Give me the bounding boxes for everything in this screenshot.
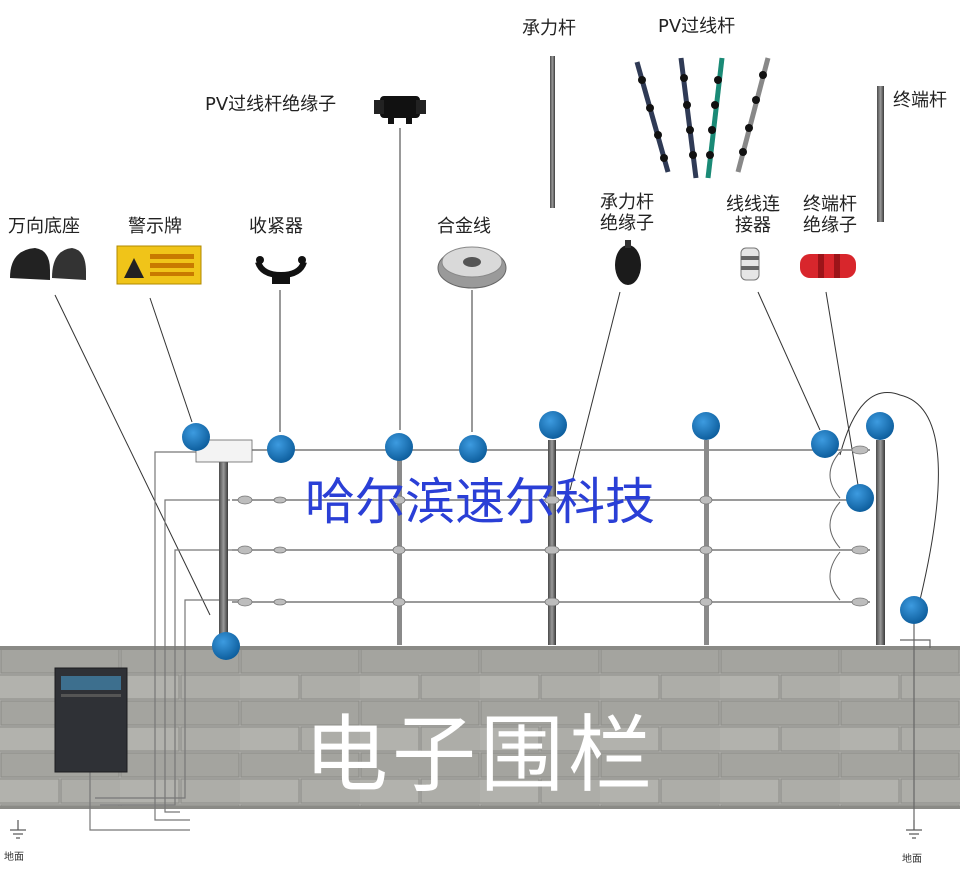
node-pv-rod (692, 412, 720, 440)
controller-box (54, 667, 128, 773)
wire-connector-icon (740, 247, 760, 281)
ground-label-right: 地面 (902, 854, 922, 865)
wall-bottom-edge (0, 806, 960, 809)
node-terminal-rod (866, 412, 894, 440)
wall-top-edge (0, 646, 960, 650)
label-alloy-wire: 合金线 (437, 216, 491, 237)
bearing-rod-post (548, 440, 556, 645)
terminal-post (876, 440, 885, 645)
terminal-rod-icon (877, 86, 884, 222)
node-wire-connector (811, 430, 839, 458)
terminal-loops (829, 451, 841, 601)
label-bearing-rod: 承力杆 (522, 18, 576, 39)
terminal-rod-insulator-icon (800, 254, 856, 278)
wall (0, 648, 960, 808)
tensioner-icon (255, 256, 307, 284)
node-pv-insulator (385, 433, 413, 461)
node-warning-sign (182, 423, 210, 451)
pv-rod-post-2 (704, 440, 709, 645)
node-bearing-rod (539, 411, 567, 439)
leader-terminal-rod-insulator (825, 291, 859, 486)
label-warning-sign: 警示牌 (128, 216, 182, 237)
ground-label-left: 地面 (4, 852, 24, 863)
leader-wire-connector (757, 291, 821, 431)
leader-bearing-rod-insulator (569, 291, 621, 491)
universal-base-icon (10, 248, 86, 280)
label-bearing-rod-insulator: 承力杆绝缘子 (600, 192, 654, 234)
bearing-rod-insulator-icon (615, 240, 641, 285)
callout-nodes (182, 411, 928, 660)
node-terminal-insulator (846, 484, 874, 512)
label-terminal-rod: 终端杆 (893, 90, 947, 111)
node-ground (900, 596, 928, 624)
leader-lines (54, 128, 939, 616)
node-tensioner (267, 435, 295, 463)
post-insulators (237, 445, 869, 607)
ground-icon-left (10, 820, 26, 839)
leader-universal-base (54, 294, 211, 616)
pv-rod-insulator-icon (374, 96, 426, 124)
leader-terminal-rod (839, 392, 939, 601)
node-alloy-wire (459, 435, 487, 463)
label-pv-rod-insulator: PV过线杆绝缘子 (205, 94, 337, 115)
node-universal-base (212, 632, 240, 660)
ground-wire-right (900, 624, 931, 820)
label-universal-base: 万向底座 (8, 216, 80, 237)
ground-icon-right (906, 820, 922, 839)
start-post (219, 455, 228, 645)
bearing-rod-icon (550, 56, 555, 208)
watermark-title: 电子围栏 (303, 706, 656, 804)
label-pv-rod: PV过线杆 (658, 16, 736, 37)
watermark-company: 哈尔滨速尔科技 (305, 473, 655, 531)
controller-cables (89, 451, 240, 831)
label-terminal-rod-insulator: 终端杆绝缘子 (803, 194, 857, 236)
label-tensioner: 收紧器 (249, 216, 303, 237)
label-wire-connector: 线线连接器 (726, 194, 780, 236)
pv-rod-icon (634, 57, 771, 179)
alloy-wire-icon (437, 246, 507, 289)
leader-warning-sign (149, 297, 193, 423)
warning-sign-icon (116, 245, 202, 285)
